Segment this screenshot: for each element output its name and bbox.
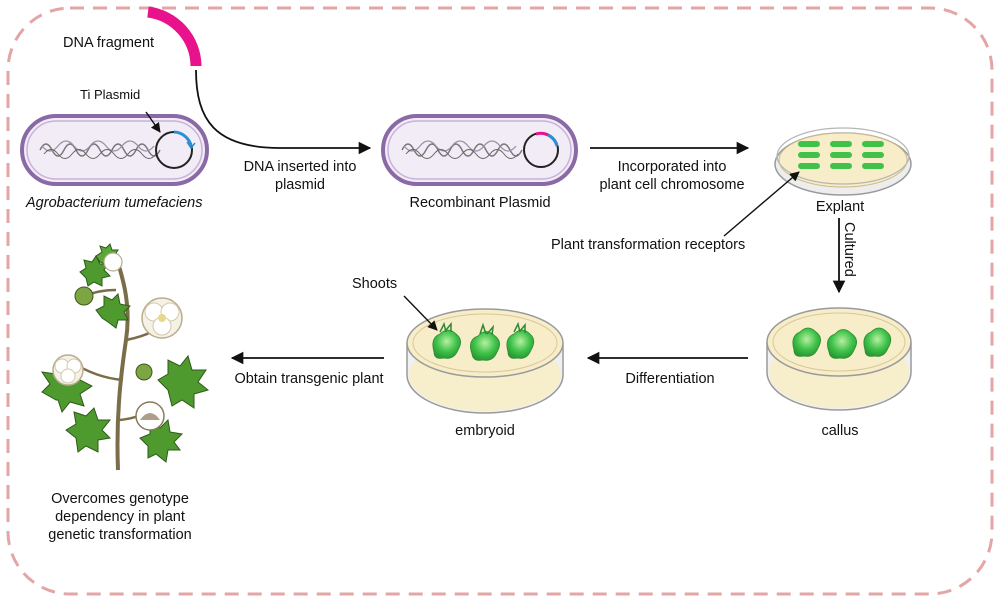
explant-label: Explant [815, 199, 865, 215]
ti-plasmid-pointer [145, 111, 161, 133]
ti-plasmid-label: Ti Plasmid [80, 87, 141, 102]
recombinant-plasmid-label: Recombinant Plasmid [409, 195, 551, 211]
incorporated-label-line2: plant cell chromosome [599, 177, 745, 193]
shoots-pointer [403, 295, 438, 331]
embryoid-dish [406, 308, 564, 414]
incorporated-label-line1: Incorporated into [617, 159, 727, 175]
obtain-transgenic-plant-label: Obtain transgenic plant [234, 371, 384, 387]
shoots-label: Shoots [352, 276, 398, 292]
dna-fragment-label: DNA fragment [63, 35, 155, 51]
explant-dish [774, 127, 912, 196]
differentiation-label: Differentiation [625, 371, 715, 387]
agrobacterium-cell [20, 114, 209, 186]
dashed-border [6, 6, 994, 596]
receptors-label: Plant transformation receptors [551, 237, 746, 253]
cotton-plant [40, 243, 210, 471]
insert-dna-arrow [195, 69, 372, 155]
dna-inserted-label-line2: plasmid [275, 177, 325, 193]
callus-dish [766, 307, 912, 411]
callus-label: callus [821, 423, 859, 439]
cultured-label: Cultured [841, 222, 857, 277]
overcomes-label-line2: dependency in plant [55, 509, 185, 525]
dna-inserted-label-line1: DNA inserted into [243, 159, 357, 175]
agrobacterium-label: Agrobacterium tumefaciens [26, 195, 203, 211]
dna-fragment-arc [147, 6, 202, 67]
overcomes-label-line1: Overcomes genotype [51, 491, 189, 507]
receptors-pointer [723, 171, 800, 237]
overcomes-label-line3: genetic transformation [48, 527, 192, 543]
embryoid-label: embryoid [455, 423, 515, 439]
recombinant-cell [381, 114, 578, 186]
